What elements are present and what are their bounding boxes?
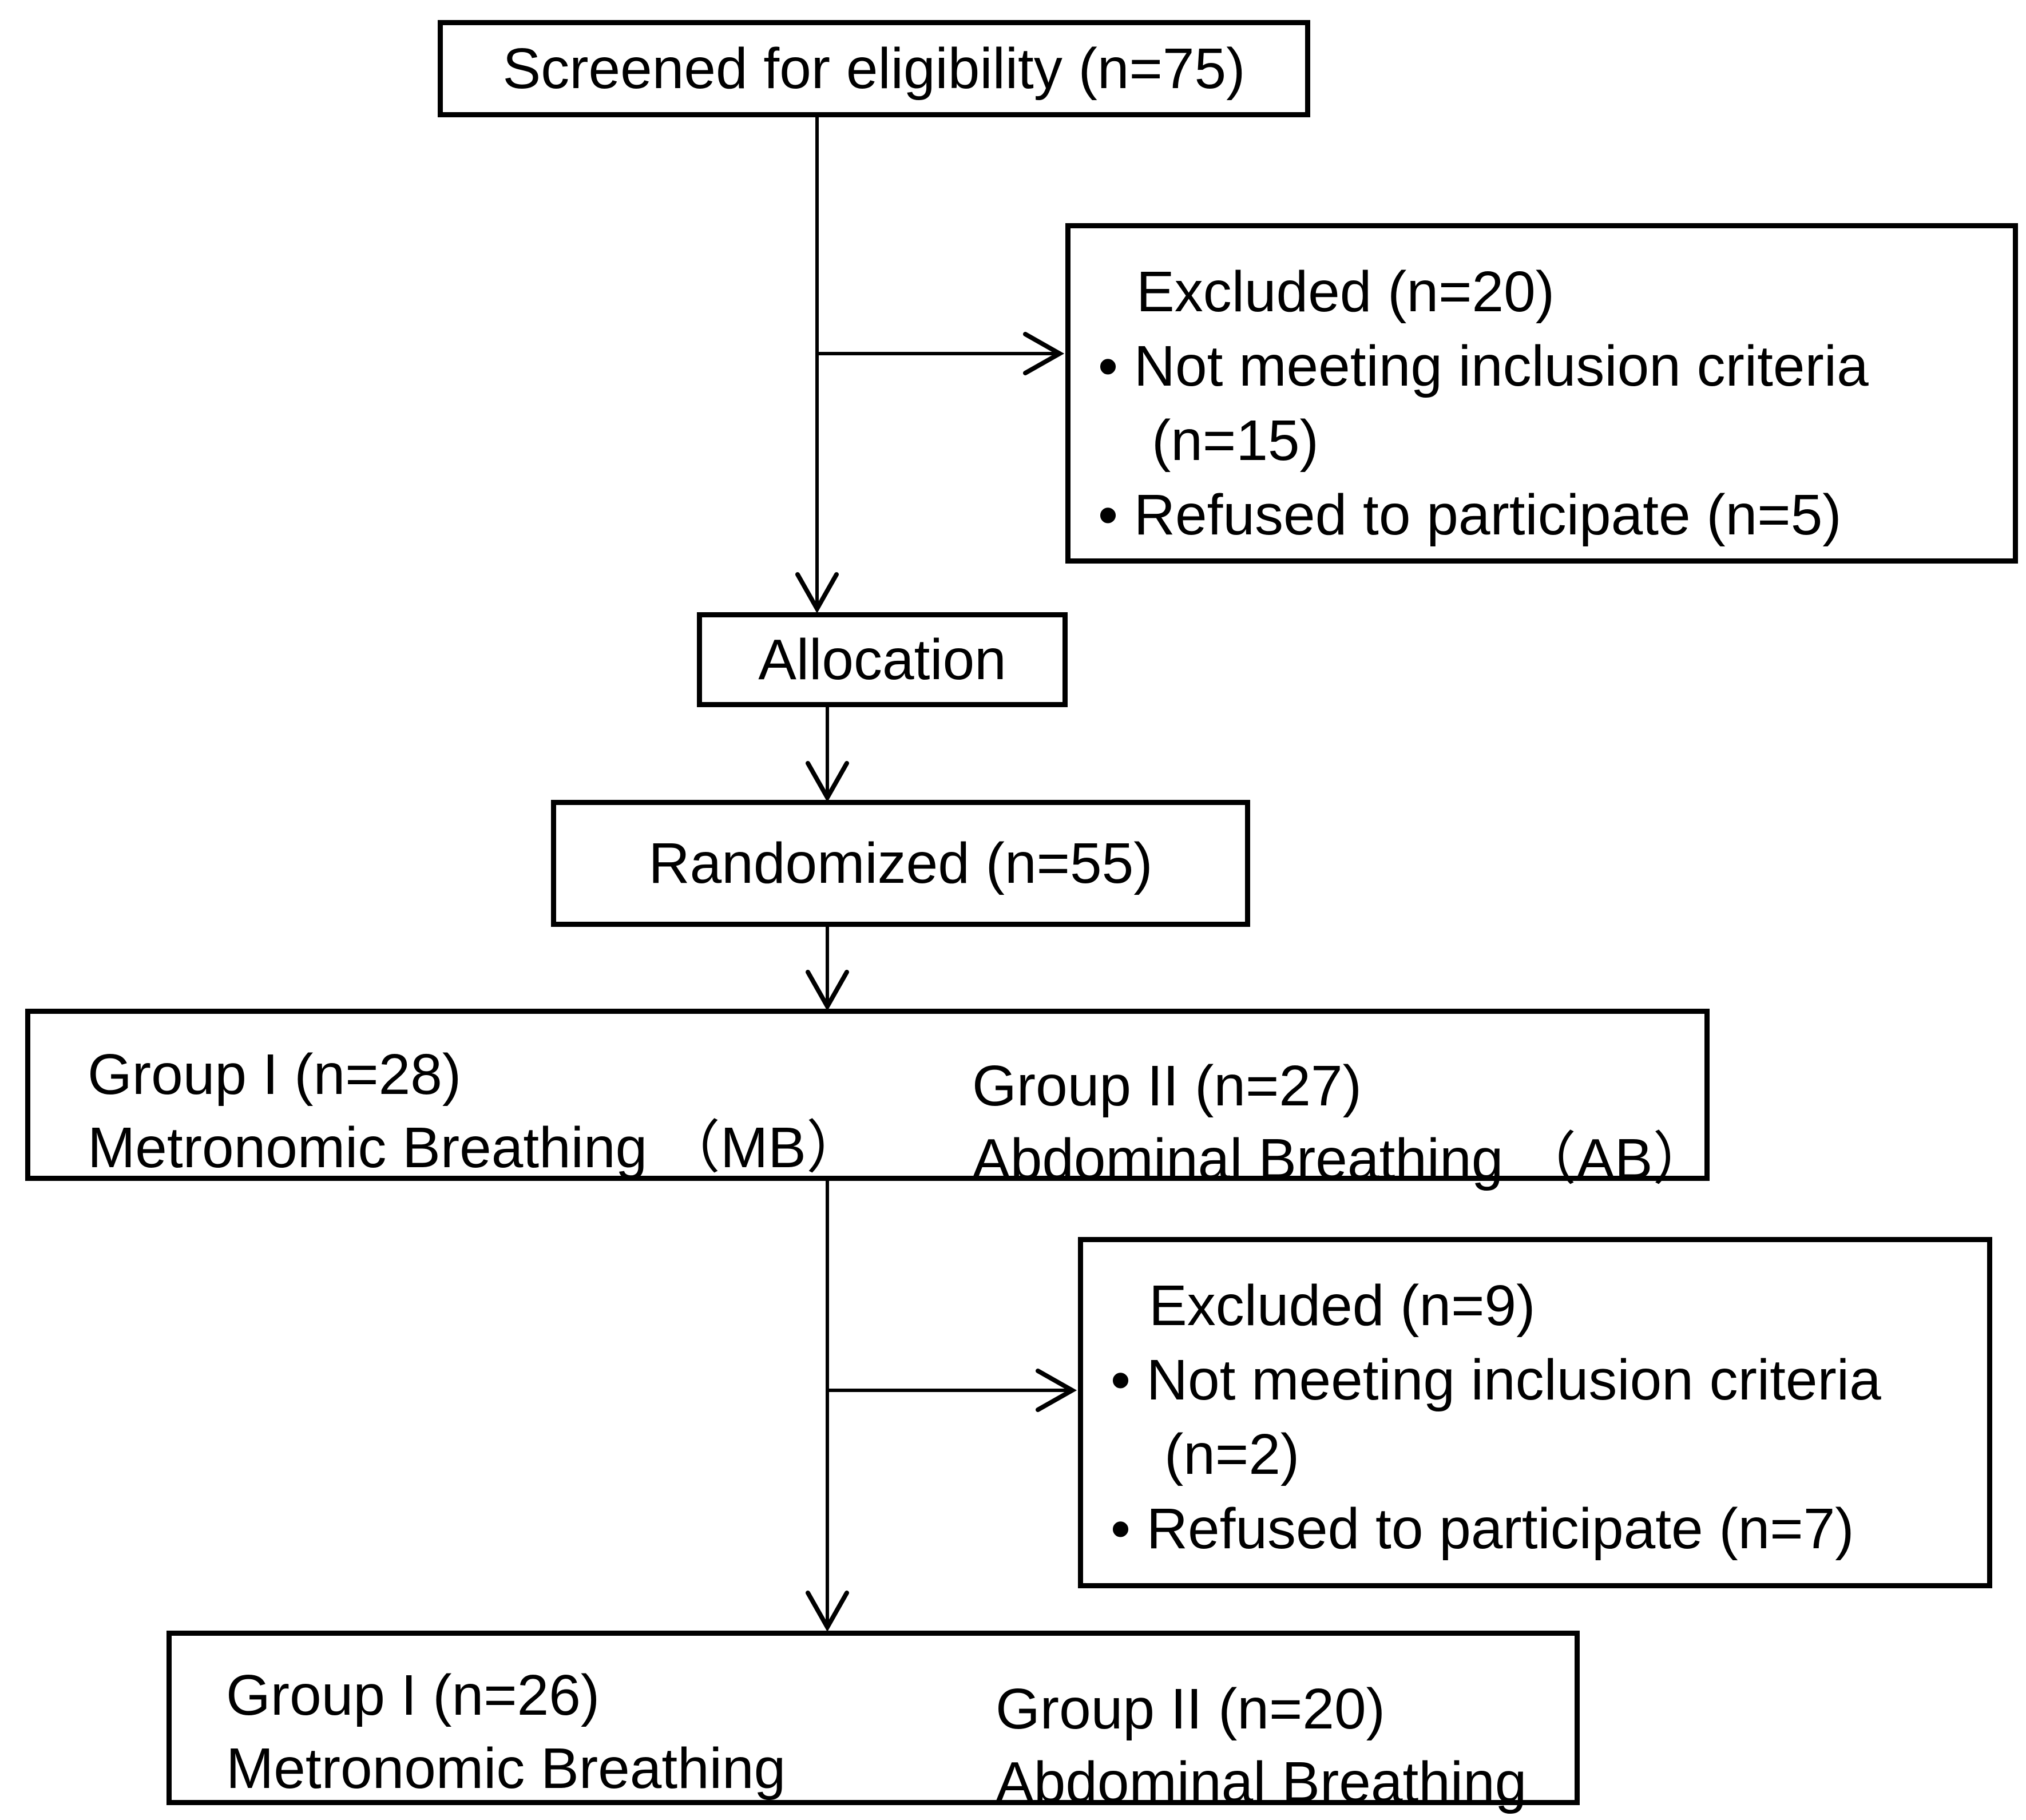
final-group-2-desc: Abdominal Breathing bbox=[996, 1750, 1527, 1814]
final-groups-box: Group I (n=26) Metronomic Breathing Grou… bbox=[166, 1631, 1580, 1814]
excluded-top-box: Excluded (n=20) • Not meeting inclusion … bbox=[1065, 223, 2018, 564]
arrow-randomized-to-groups-head bbox=[806, 970, 849, 1012]
excluded-top-title: Excluded (n=20) bbox=[1136, 260, 1555, 324]
excluded-top-bullet-1: • Not meeting inclusion criteria bbox=[1098, 334, 1869, 398]
excluded-bottom-bullet-1-cont: (n=2) bbox=[1164, 1422, 1300, 1486]
allocated-group-2-title: Group II (n=27) bbox=[972, 1054, 1362, 1118]
final-group-1-title: Group I (n=26) bbox=[226, 1663, 600, 1727]
allocated-group-1-title: Group I (n=28) bbox=[88, 1042, 462, 1107]
final-group-1: Group I (n=26) Metronomic Breathing bbox=[226, 1659, 786, 1805]
allocated-group-1-desc: Metronomic Breathing （MB） bbox=[88, 1116, 864, 1180]
screened-label: Screened for eligibility (n=75) bbox=[502, 37, 1246, 101]
excluded-bottom-bullet-1: • Not meeting inclusion criteria bbox=[1111, 1348, 1881, 1412]
excluded-top-bullet-2: • Refused to participate (n=5) bbox=[1098, 483, 1842, 547]
arrow-branch-to-excluded-bottom-head bbox=[1036, 1369, 1077, 1412]
excluded-bottom-bullet-2: • Refused to participate (n=7) bbox=[1111, 1497, 1854, 1561]
randomized-label: Randomized (n=55) bbox=[648, 831, 1153, 895]
excluded-top-bullet-1-cont: (n=15) bbox=[1152, 409, 1319, 473]
allocation-box: Allocation bbox=[697, 612, 1068, 707]
allocated-group-2: Group II (n=27) Abdominal Breathing （AB） bbox=[972, 1049, 1710, 1196]
excluded-top-content: Excluded (n=20) • Not meeting inclusion … bbox=[1071, 255, 2013, 552]
final-group-1-desc: Metronomic Breathing bbox=[226, 1736, 786, 1801]
allocated-group-2-desc: Abdominal Breathing （AB） bbox=[972, 1127, 1710, 1191]
arrow-screened-to-allocation-head bbox=[795, 572, 839, 614]
allocated-group-1: Group I (n=28) Metronomic Breathing （MB） bbox=[88, 1038, 863, 1184]
randomized-box: Randomized (n=55) bbox=[551, 800, 1250, 927]
arrow-branch-to-excluded-top-head bbox=[1023, 332, 1065, 375]
final-group-2-title: Group II (n=20) bbox=[996, 1677, 1385, 1741]
screened-box: Screened for eligibility (n=75) bbox=[438, 20, 1310, 117]
excluded-bottom-box: Excluded (n=9) • Not meeting inclusion c… bbox=[1078, 1237, 1992, 1588]
excluded-bottom-content: Excluded (n=9) • Not meeting inclusion c… bbox=[1083, 1268, 1987, 1566]
arrow-groups-to-final-head bbox=[806, 1591, 849, 1632]
allocation-label: Allocation bbox=[758, 628, 1006, 692]
excluded-bottom-title: Excluded (n=9) bbox=[1149, 1274, 1536, 1338]
final-group-2: Group II (n=20) Abdominal Breathing bbox=[996, 1672, 1527, 1819]
allocated-groups-box: Group I (n=28) Metronomic Breathing （MB）… bbox=[25, 1009, 1710, 1191]
arrow-allocation-to-randomized-head bbox=[806, 761, 849, 803]
